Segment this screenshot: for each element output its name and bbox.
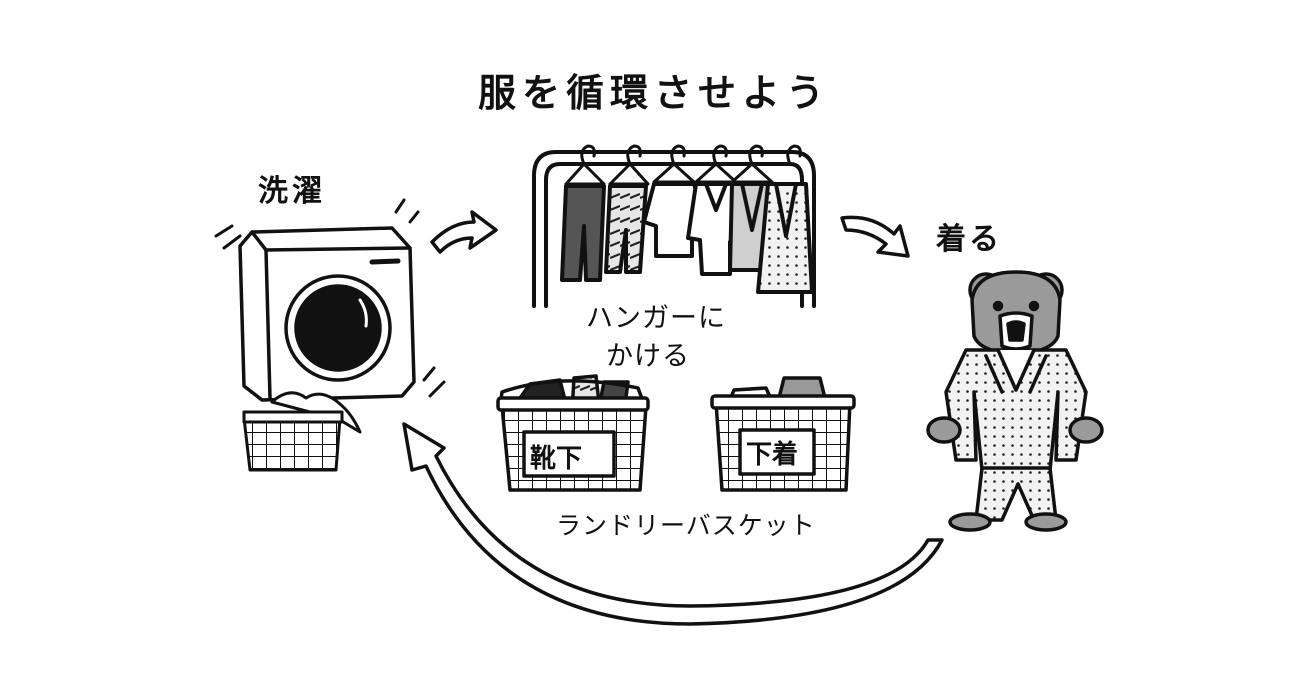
hanger-label-line2: かける (606, 341, 690, 372)
wear-label: 着る (936, 222, 1002, 257)
page-title: 服を循環させよう (478, 71, 831, 115)
arrow-icon (430, 210, 498, 254)
washing-machine-icon (214, 198, 446, 402)
laundry-basket-icon (242, 391, 362, 472)
laundry-basket-label: ランドリーバスケット (556, 511, 816, 540)
arrow-icon (840, 215, 910, 258)
laundry-basket-icon (496, 374, 650, 492)
hanger-label-line1: ハンガーに (586, 303, 726, 334)
underwear-basket-tag: 下着 (746, 440, 799, 470)
bear-character-icon (926, 270, 1104, 532)
clothes-rack-icon (532, 144, 816, 308)
socks-basket-tag: 靴下 (530, 444, 583, 474)
arrow-icon (402, 422, 944, 626)
laundry-basket-icon (710, 376, 856, 492)
wash-label: 洗濯 (258, 174, 326, 209)
